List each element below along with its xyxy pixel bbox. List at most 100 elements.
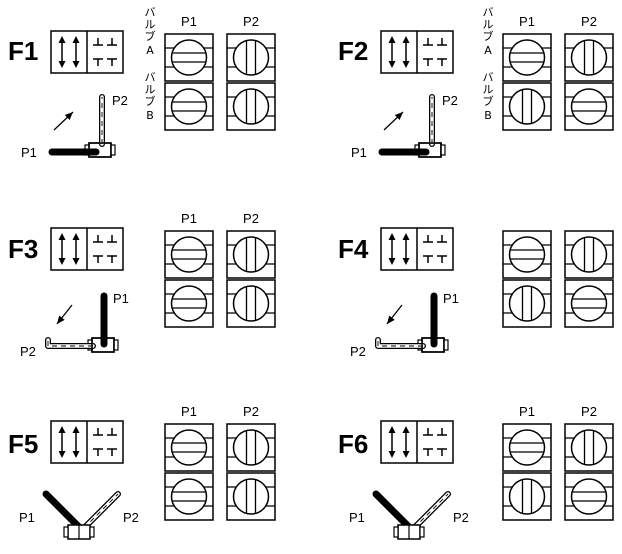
valve-label-char: ブ — [145, 94, 156, 108]
valve-a-p2-frame — [564, 230, 614, 279]
valve-b-p1-disc — [508, 285, 546, 322]
open-pipe-dash — [413, 493, 449, 529]
valve-label-char: ル — [483, 83, 494, 96]
port-label-p1: P1 — [19, 510, 35, 525]
valve-b-p2-disc — [232, 88, 270, 125]
valve-label-char: バ — [145, 71, 156, 84]
valve-a-p1-disc — [508, 236, 546, 273]
port-label-p1: P1 — [443, 291, 459, 306]
lever-handle — [372, 490, 414, 532]
valve-a-p1-frame — [164, 33, 214, 82]
column-header-p1: P1 — [181, 404, 197, 419]
valve-b-p2-disc — [570, 478, 608, 515]
valve-body-outline — [421, 337, 445, 353]
valve-a-p2-frame — [564, 33, 614, 82]
panel-title: F2 — [338, 36, 368, 66]
column-header-p2: P2 — [243, 211, 259, 226]
panel-title: F3 — [8, 234, 38, 264]
valve-label-char: バ — [483, 6, 494, 19]
valve-b-p2-frame — [564, 82, 614, 131]
arrow-up-icon — [58, 233, 66, 240]
valve-b-p2-frame — [226, 279, 276, 328]
arrow-up-icon — [58, 426, 66, 433]
port-label-p2: P2 — [123, 510, 139, 525]
open-pipe-dash — [83, 493, 119, 529]
valve-b-p2-disc — [232, 478, 270, 515]
port-label-p1: P1 — [113, 291, 129, 306]
valve-a-p1-disc — [170, 236, 208, 273]
valve-a-p1-frame — [502, 230, 552, 279]
arrow-up-icon — [388, 36, 396, 43]
valve-body-cap — [419, 526, 425, 538]
valve-b-p1-disc — [508, 478, 546, 515]
direction-arrow-icon — [64, 112, 73, 121]
column-header-p1: P1 — [181, 14, 197, 29]
open-pipe-dash — [47, 340, 93, 347]
panel-title: F6 — [338, 429, 368, 459]
valve-a-p2-disc — [570, 236, 608, 273]
open-pipe-dash — [377, 340, 423, 347]
port-label-p2: P2 — [350, 344, 366, 359]
arrow-down-icon — [402, 258, 410, 265]
valve-label-letter: A — [484, 44, 492, 57]
valve-body-outline — [418, 142, 442, 158]
valve-label-char: ル — [483, 18, 494, 31]
valve-label-letter: B — [484, 109, 492, 122]
valve-a-p1-frame — [164, 423, 214, 472]
arrow-down-icon — [58, 451, 66, 458]
panel-title: F1 — [8, 36, 38, 66]
valve-label-word: バルブ — [150, 5, 183, 19]
valve-b-p2-disc — [570, 285, 608, 322]
direction-arrow-icon — [387, 315, 395, 324]
valve-label-char: バ — [145, 6, 156, 19]
column-header-p2: P2 — [581, 14, 597, 29]
valve-b-p2-frame — [564, 472, 614, 521]
valve-a-p1-frame — [502, 33, 552, 82]
arrow-up-icon — [58, 36, 66, 43]
direction-arrow-icon — [57, 315, 65, 324]
valve-a-p1-disc — [170, 39, 208, 76]
column-header-p2: P2 — [243, 404, 259, 419]
valve-label-char: ル — [145, 83, 156, 96]
valve-b-p2-frame — [226, 472, 276, 521]
valve-b-p2-disc — [232, 285, 270, 322]
valve-a-p1-disc — [508, 429, 546, 466]
direction-arrow-icon — [394, 112, 403, 121]
port-label-p1: P1 — [21, 145, 37, 160]
valve-label-letter: A — [146, 44, 154, 57]
valve-b-p1-frame — [502, 472, 552, 521]
port-label-p2: P2 — [442, 93, 458, 108]
valve-label-char: ブ — [145, 29, 156, 43]
valve-b-p1-frame — [502, 82, 552, 131]
lever-handle — [42, 490, 84, 532]
arrow-up-icon — [72, 233, 80, 240]
valve-label-char: ブ — [483, 94, 494, 108]
arrow-up-icon — [402, 36, 410, 43]
valve-a-p1-frame — [502, 423, 552, 472]
arrow-down-icon — [402, 451, 410, 458]
valve-a-p1-disc — [508, 39, 546, 76]
valve-label-char: バ — [483, 71, 494, 84]
arrow-up-icon — [72, 36, 80, 43]
arrow-down-icon — [388, 451, 396, 458]
arrow-up-icon — [388, 233, 396, 240]
valve-body-outline — [91, 337, 115, 353]
valve-b-p1-frame — [502, 279, 552, 328]
column-header-p1: P1 — [519, 404, 535, 419]
column-header-p2: P2 — [581, 404, 597, 419]
arrow-down-icon — [72, 451, 80, 458]
port-label-p2: P2 — [453, 510, 469, 525]
valve-a-p2-disc — [570, 39, 608, 76]
arrow-down-icon — [72, 61, 80, 68]
valve-body-cap — [393, 526, 399, 538]
valve-body-outline — [88, 142, 112, 158]
arrow-up-icon — [402, 233, 410, 240]
valve-label-word: バルブ — [150, 70, 183, 84]
arrow-down-icon — [402, 61, 410, 68]
valve-a-p1-frame — [164, 230, 214, 279]
valve-label-word: バルブ — [488, 5, 521, 19]
